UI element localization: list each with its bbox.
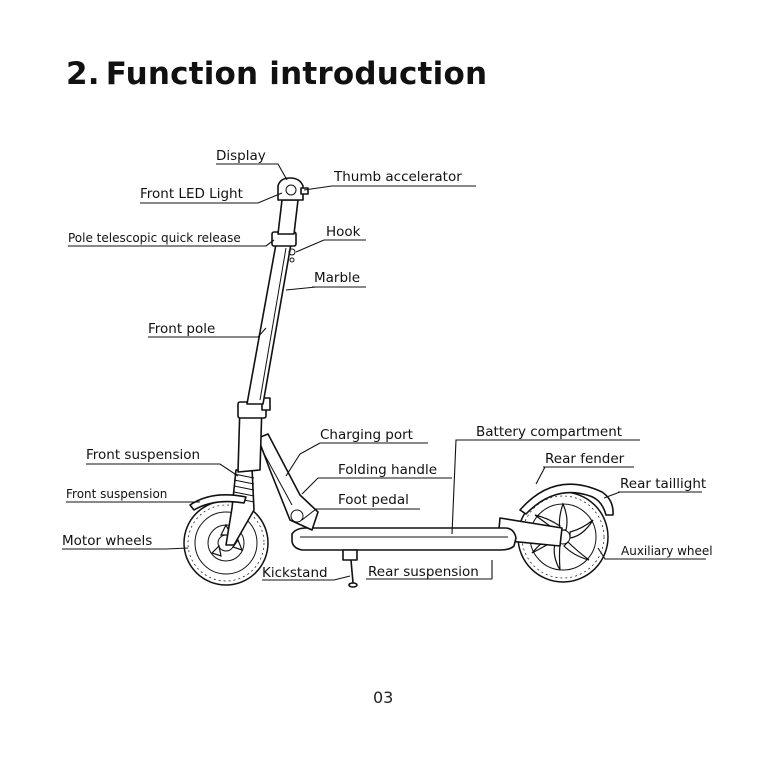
label-marble: Marble (314, 270, 360, 286)
label-auxiliary-wheel: Auxiliary wheel (621, 544, 713, 558)
label-front-pole: Front pole (148, 321, 215, 337)
upper-pole (278, 200, 298, 234)
label-charging-port: Charging port (320, 427, 413, 443)
label-thumb-accelerator: Thumb accelerator (333, 169, 462, 185)
label-battery-compartment: Battery compartment (476, 424, 622, 440)
label-rear-suspension: Rear suspension (368, 564, 479, 580)
kickstand-shape (343, 550, 357, 587)
page-number: 03 (373, 688, 393, 707)
label-foot-pedal: Foot pedal (338, 492, 409, 508)
front-pole-shape (247, 244, 291, 404)
label-hook: Hook (326, 224, 361, 240)
label-rear-taillight: Rear taillight (620, 476, 706, 492)
scooter-illustration (184, 178, 613, 587)
label-pole-quick-release: Pole telescopic quick release (68, 231, 241, 245)
label-rear-fender: Rear fender (545, 451, 625, 467)
part-labels: Display Front LED Light Thumb accelerato… (62, 148, 713, 581)
label-front-led-light: Front LED Light (140, 186, 243, 202)
label-folding-handle: Folding handle (338, 462, 437, 478)
label-front-suspension-lower: Front suspension (66, 487, 167, 501)
label-motor-wheels: Motor wheels (62, 533, 152, 549)
folding-mechanism (258, 434, 318, 530)
handlebar-head (278, 178, 303, 200)
label-kickstand: Kickstand (262, 565, 328, 581)
label-front-suspension-upper: Front suspension (86, 447, 200, 463)
deck (292, 528, 516, 550)
label-display: Display (216, 148, 266, 164)
